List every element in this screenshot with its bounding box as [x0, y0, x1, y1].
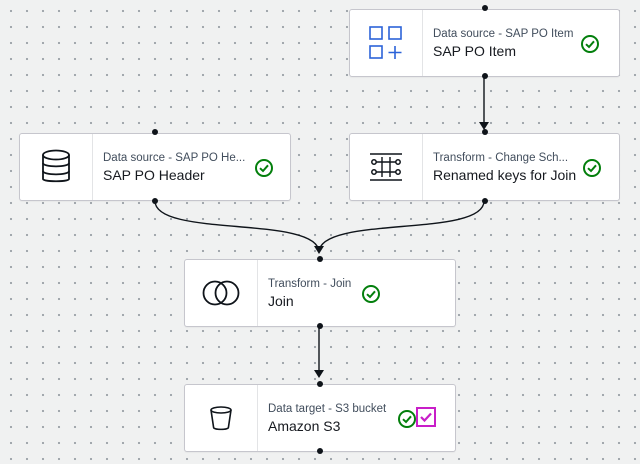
database-icon: [42, 149, 70, 183]
node-text: Data source - SAP PO He... SAP PO Header: [93, 134, 290, 200]
edge-arrowhead: [479, 122, 489, 130]
success-check-icon: [255, 159, 273, 177]
edge-header-to-join: [154, 200, 320, 253]
node-amazon-s3[interactable]: Data target - S3 bucket Amazon S3: [184, 384, 456, 452]
node-renamed-keys[interactable]: Transform - Change Sch... Renamed keys f…: [349, 133, 620, 201]
node-icon-cell: [20, 134, 93, 200]
input-port[interactable]: [152, 129, 158, 135]
input-port[interactable]: [317, 256, 323, 262]
output-port[interactable]: [317, 323, 323, 329]
node-subtitle: Data target - S3 bucket: [268, 402, 387, 415]
node-sap-po-item[interactable]: Data source - SAP PO Item SAP PO Item: [349, 9, 620, 77]
node-title: SAP PO Item: [433, 42, 516, 59]
edge-arrowhead: [314, 370, 324, 378]
node-text: Transform - Join Join: [258, 260, 455, 326]
node-subtitle: Data source - SAP PO He...: [103, 151, 246, 164]
node-subtitle: Transform - Join: [268, 277, 352, 290]
node-subtitle: Transform - Change Sch...: [433, 151, 569, 164]
node-join[interactable]: Transform - Join Join: [184, 259, 456, 327]
grid-plus-icon: [369, 26, 402, 59]
node-title: Join: [268, 292, 294, 309]
edge-rename-to-join: [318, 200, 485, 253]
node-icon-cell: [185, 260, 258, 326]
output-port[interactable]: [482, 198, 488, 204]
selection-checkbox[interactable]: [416, 407, 436, 427]
input-port[interactable]: [482, 5, 488, 11]
success-check-icon: [583, 159, 601, 177]
success-check-icon: [362, 285, 380, 303]
node-subtitle: Data source - SAP PO Item: [433, 27, 574, 40]
input-port[interactable]: [317, 381, 323, 387]
node-text: Transform - Change Sch... Renamed keys f…: [423, 134, 619, 200]
edge-arrowhead: [314, 246, 324, 254]
join-icon: [202, 280, 240, 306]
output-port[interactable]: [482, 73, 488, 79]
output-port[interactable]: [152, 198, 158, 204]
node-title: Amazon S3: [268, 417, 341, 434]
node-sap-po-header[interactable]: Data source - SAP PO He... SAP PO Header: [19, 133, 291, 201]
node-icon-cell: [185, 385, 258, 451]
input-port[interactable]: [482, 129, 488, 135]
node-icon-cell: [350, 134, 423, 200]
bucket-icon: [210, 406, 232, 431]
output-port[interactable]: [317, 448, 323, 454]
change-schema-icon: [370, 153, 402, 181]
node-title: SAP PO Header: [103, 166, 205, 183]
success-check-icon: [398, 410, 416, 428]
node-title: Renamed keys for Join: [433, 166, 577, 183]
node-text: Data target - S3 bucket Amazon S3: [258, 385, 455, 451]
node-text: Data source - SAP PO Item SAP PO Item: [423, 10, 619, 76]
success-check-icon: [581, 35, 599, 53]
checkmark-icon: [420, 412, 432, 423]
node-icon-cell: [350, 10, 423, 76]
